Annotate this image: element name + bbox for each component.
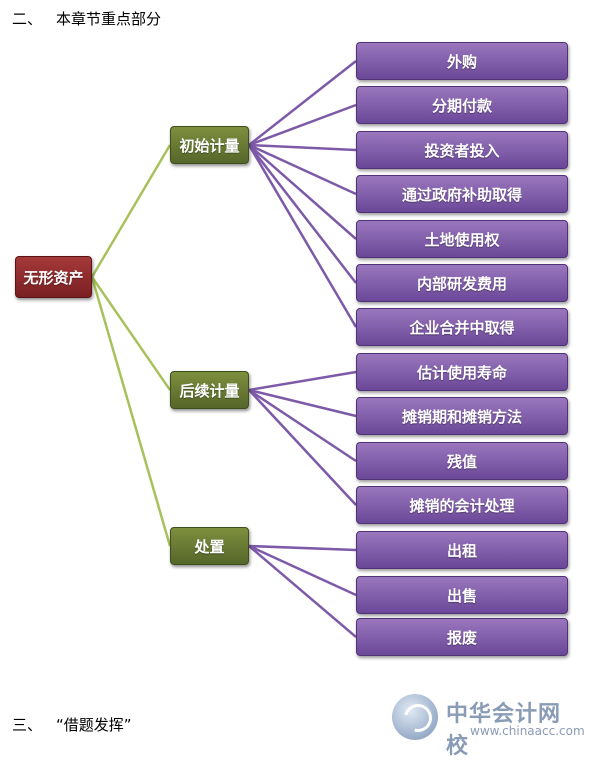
leaf-connector-line xyxy=(248,370,357,392)
leaf-node-useful-life: 估计使用寿命 xyxy=(356,353,568,391)
watermark: 中华会计网校 www.chinaacc.com xyxy=(392,694,585,759)
leaf-connector-line xyxy=(248,144,357,284)
leaf-connector-line xyxy=(248,143,357,152)
section-heading-two: 二、本章节重点部分 xyxy=(12,8,161,29)
section-title: “借题发挥” xyxy=(56,716,132,734)
root-node: 无形资产 xyxy=(15,256,92,298)
leaf-node-residual-value: 残值 xyxy=(356,442,568,480)
section-heading-three: 三、 “借题发挥” xyxy=(12,714,132,735)
leaf-node-scrap: 报废 xyxy=(356,618,568,656)
branch-node-subsequent-measurement: 后续计量 xyxy=(170,371,249,409)
branch-node-disposal: 处置 xyxy=(170,527,249,565)
leaf-node-land-use-right: 土地使用权 xyxy=(356,220,568,258)
section-number: 三、 xyxy=(12,716,43,734)
leaf-connector-line xyxy=(247,144,358,328)
leaf-node-investor-contribution: 投资者投入 xyxy=(356,131,568,169)
chinaacc-logo-icon xyxy=(392,694,438,740)
leaf-node-installment: 分期付款 xyxy=(356,86,568,124)
leaf-connector-line xyxy=(248,545,357,638)
leaf-connector-line xyxy=(248,143,357,196)
root-connector-line xyxy=(90,276,172,547)
leaf-connector-line xyxy=(248,388,357,463)
leaf-node-purchase: 外购 xyxy=(356,42,568,80)
leaf-connector-line xyxy=(248,389,357,506)
leaf-node-internal-rd: 内部研发费用 xyxy=(356,264,568,302)
leaf-connector-line xyxy=(248,388,357,418)
watermark-url: www.chinaacc.com xyxy=(470,724,585,738)
leaf-node-amortization-accounting: 摊销的会计处理 xyxy=(356,486,568,524)
leaf-connector-line xyxy=(248,544,357,552)
leaf-connector-line xyxy=(248,144,357,240)
root-connector-line xyxy=(90,144,172,278)
section-title: 本章节重点部分 xyxy=(56,10,162,28)
leaf-node-sale: 出售 xyxy=(356,576,568,614)
leaf-connector-line xyxy=(248,544,357,597)
leaf-node-business-combination: 企业合并中取得 xyxy=(356,308,568,346)
leaf-node-lease: 出租 xyxy=(356,531,568,569)
leaf-connector-line xyxy=(248,103,357,147)
leaf-node-government-grant: 通过政府补助取得 xyxy=(356,175,568,213)
leaf-connector-line xyxy=(248,60,357,146)
root-connector-line xyxy=(90,276,172,391)
section-number: 二、 xyxy=(12,10,43,28)
leaf-node-amortization-method: 摊销期和摊销方法 xyxy=(356,397,568,435)
branch-node-initial-measurement: 初始计量 xyxy=(170,126,249,164)
